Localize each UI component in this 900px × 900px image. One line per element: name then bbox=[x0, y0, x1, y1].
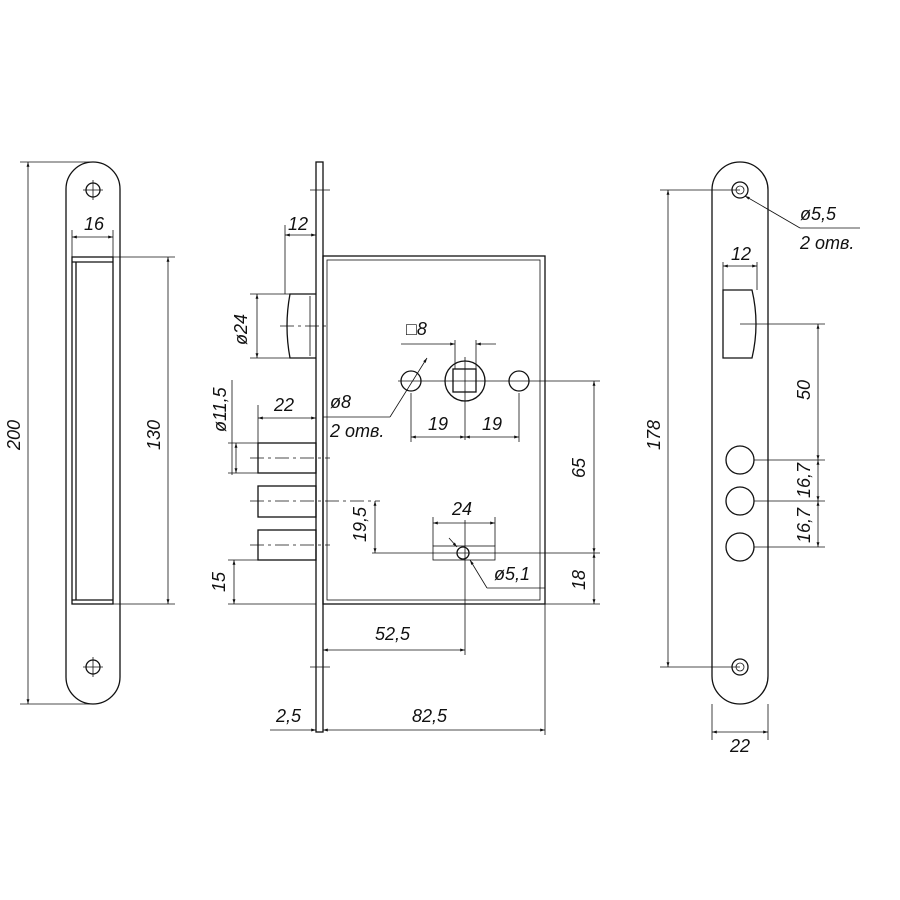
dim-slot-width: 12 bbox=[731, 244, 751, 264]
dim-pitch-2: 16,7 bbox=[794, 507, 814, 543]
hole-count: 2 отв. bbox=[329, 421, 384, 441]
dim-hole-dia: ø8 bbox=[330, 392, 351, 412]
latch-slot bbox=[722, 289, 757, 359]
left-strike-plate: 200 16 130 bbox=[4, 161, 175, 705]
right-faceplate: 178 ø5,5 2 отв. 12 50 16,7 16,7 22 bbox=[644, 161, 860, 756]
dim-roller-offset: 12 bbox=[288, 214, 308, 234]
faceplate bbox=[315, 161, 324, 733]
spindle-square-label: □8 bbox=[406, 319, 427, 339]
dim-bolt-throw: 22 bbox=[273, 395, 294, 415]
dim-bolt-cylinder: 19,5 bbox=[350, 506, 370, 542]
dim-15: 15 bbox=[209, 571, 229, 592]
dim-bolt-dia: ø11,5 bbox=[210, 386, 230, 432]
dim-178: 178 bbox=[644, 420, 664, 450]
bolt-hole bbox=[725, 445, 755, 475]
dim-hole-right: 19 bbox=[482, 414, 502, 434]
dim-65: 65 bbox=[569, 457, 589, 478]
dim-roller-dia: ø24 bbox=[231, 314, 251, 345]
lock-body: 19 19 □8 ø8 2 отв. 24 ø5,1 19,5 65 18 12… bbox=[209, 161, 600, 735]
spindle-square bbox=[452, 368, 477, 393]
dim-plate-width: 22 bbox=[729, 736, 750, 756]
bolt-hole bbox=[725, 532, 755, 562]
dim-cylinder-hole: ø5,1 bbox=[494, 564, 530, 584]
dim-pitch-1: 16,7 bbox=[794, 462, 814, 498]
dim-hole-left: 19 bbox=[428, 414, 448, 434]
bolt bbox=[257, 485, 317, 518]
dim-opening: 130 bbox=[144, 420, 164, 450]
dim-faceplate: 2,5 bbox=[275, 706, 302, 726]
dim-18: 18 bbox=[569, 570, 589, 590]
dim-case-depth: 82,5 bbox=[412, 706, 448, 726]
dim-plate-height: 200 bbox=[4, 420, 24, 451]
screw-hole-count: 2 отв. bbox=[799, 233, 854, 253]
dim-plate-width: 16 bbox=[84, 214, 105, 234]
dim-screw-hole: ø5,5 bbox=[800, 204, 837, 224]
dim-backset: 52,5 bbox=[375, 624, 411, 644]
case bbox=[322, 255, 546, 605]
dim-50: 50 bbox=[794, 380, 814, 400]
bolt-hole bbox=[725, 486, 755, 516]
dim-cam-width: 24 bbox=[451, 499, 472, 519]
